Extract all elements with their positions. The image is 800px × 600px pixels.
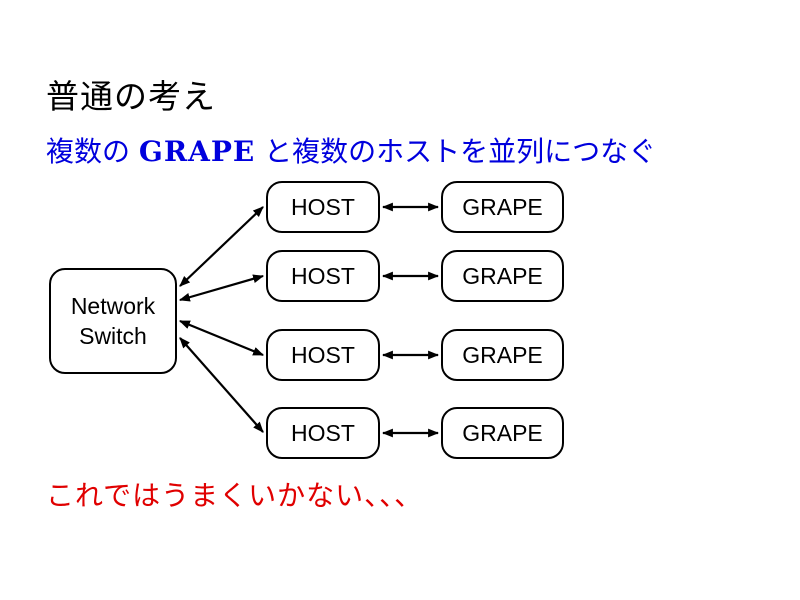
subtitle-prefix: 複数の: [46, 135, 131, 168]
slide-subtitle: 複数の GRAPE と複数のホストを並列につなぐ: [46, 130, 656, 170]
subtitle-suffix: と複数のホストを並列につなぐ: [264, 135, 657, 168]
host-node-3: HOST: [266, 329, 380, 381]
host-node-1: HOST: [266, 181, 380, 233]
subtitle-grape: GRAPE: [138, 135, 256, 168]
grape-node-3: GRAPE: [441, 329, 564, 381]
grape-node-4: GRAPE: [441, 407, 564, 459]
switch-label-line2: Switch: [79, 323, 147, 349]
host-node-4: HOST: [266, 407, 380, 459]
arrow-switch-host-4: [179, 337, 264, 433]
arrow-switch-host-2: [178, 274, 265, 302]
network-switch-node: Network Switch: [49, 268, 177, 374]
switch-label-line1: Network: [70, 293, 156, 319]
host-node-2: HOST: [266, 250, 380, 302]
grape-node-2: GRAPE: [441, 250, 564, 302]
arrow-switch-host-3: [178, 319, 265, 357]
arrow-switch-host-1: [179, 206, 264, 287]
grape-node-1: GRAPE: [441, 181, 564, 233]
conclusion-text: これではうまくいかない、、、: [46, 479, 424, 512]
slide-title: 普通の考え: [46, 77, 216, 116]
